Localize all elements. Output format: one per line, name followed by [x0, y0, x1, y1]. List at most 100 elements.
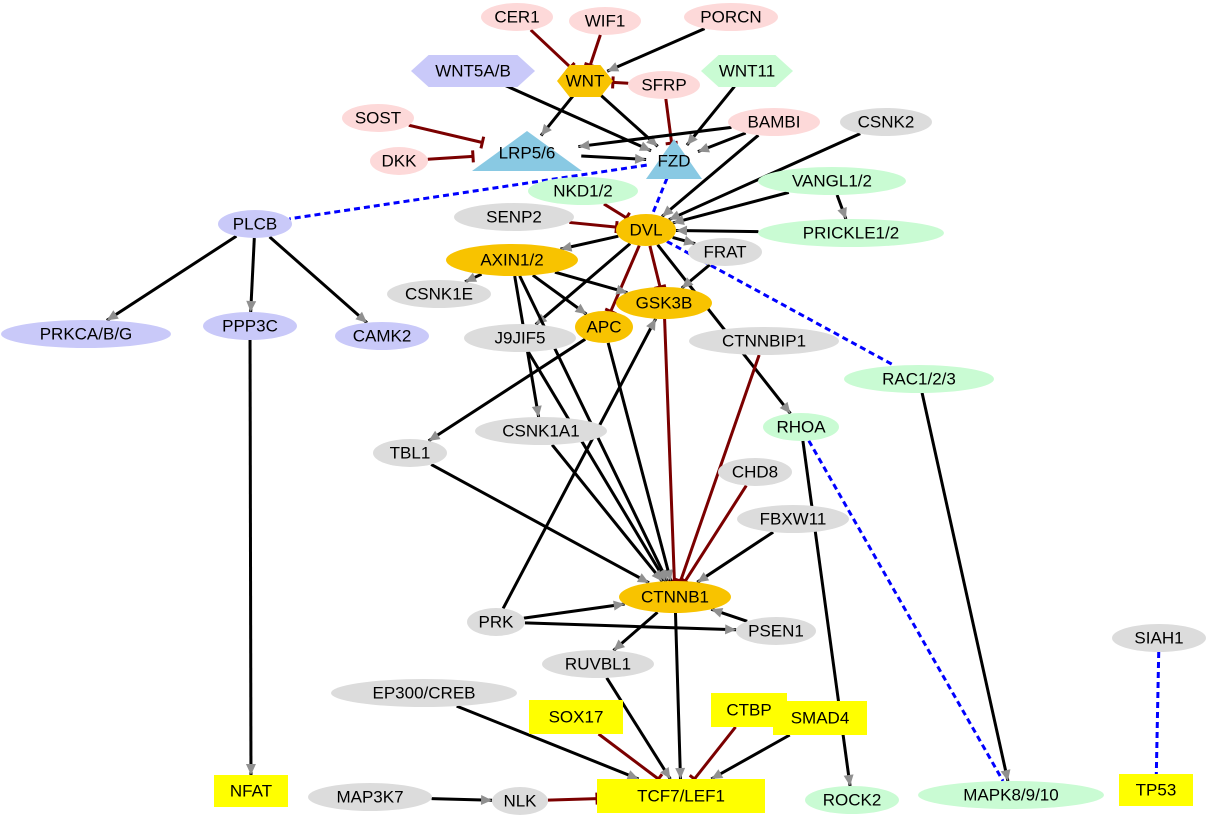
node-label: EP300/CREB — [373, 684, 476, 703]
arrowhead — [683, 235, 696, 246]
node-tcf7-lef1[interactable]: TCF7/LEF1 — [597, 779, 765, 813]
node-rock2[interactable]: ROCK2 — [805, 786, 899, 814]
arrowhead — [607, 62, 620, 72]
edge-wnt11-fzd — [685, 85, 736, 146]
node-axin1-2[interactable]: AXIN1/2 — [446, 244, 578, 276]
edge-fbxw11-ctnnb1 — [696, 530, 775, 584]
node-rhoa[interactable]: RHOA — [763, 413, 839, 441]
node-dkk[interactable]: DKK — [370, 147, 428, 175]
node-shape — [701, 55, 793, 87]
node-shape — [557, 65, 613, 97]
node-nfat[interactable]: NFAT — [214, 775, 288, 807]
node-shape — [763, 413, 839, 441]
node-ctnnbip1[interactable]: CTNNBIP1 — [689, 327, 839, 355]
node-vangl1-2[interactable]: VANGL1/2 — [758, 167, 906, 195]
edge-senp2-dvl — [569, 220, 619, 234]
node-apc[interactable]: APC — [575, 311, 633, 343]
node-j9jif5[interactable]: J9JIF5 — [464, 324, 576, 352]
node-csnk2[interactable]: CSNK2 — [840, 108, 932, 136]
node-plcb[interactable]: PLCB — [218, 210, 292, 238]
node-csnk1e[interactable]: CSNK1E — [387, 280, 491, 308]
node-shape — [411, 55, 535, 87]
node-fzd[interactable]: FZD — [646, 139, 702, 179]
arrowhead — [651, 569, 663, 582]
node-label: DKK — [382, 152, 418, 171]
node-label: MAPK8/9/10 — [963, 786, 1058, 805]
node-camk2[interactable]: CAMK2 — [335, 322, 429, 350]
node-ruvbl1[interactable]: RUVBL1 — [542, 650, 654, 678]
node-label: DVL — [629, 221, 662, 240]
edge-plcb-ppp3c — [246, 237, 257, 313]
node-label: PRKCA/B/G — [40, 325, 133, 344]
node-label: ROCK2 — [823, 791, 882, 810]
edge-psen1-ctnnb1 — [710, 607, 748, 623]
node-wnt5a-b[interactable]: WNT5A/B — [411, 55, 535, 87]
arrowhead — [355, 311, 367, 323]
node-ppp3c[interactable]: PPP3C — [203, 312, 297, 340]
node-rac1-2-3[interactable]: RAC1/2/3 — [844, 365, 994, 393]
node-chd8[interactable]: CHD8 — [718, 458, 792, 486]
node-map3k7[interactable]: MAP3K7 — [308, 783, 432, 811]
node-prickle1-2[interactable]: PRICKLE1/2 — [758, 219, 944, 247]
node-psen1[interactable]: PSEN1 — [736, 617, 816, 645]
node-shape — [737, 505, 849, 533]
node-shape — [1, 320, 171, 348]
node-smad4[interactable]: SMAD4 — [773, 701, 867, 735]
node-label: CSNK2 — [858, 113, 915, 132]
node-label: TBL1 — [390, 444, 431, 463]
node-wnt11[interactable]: WNT11 — [701, 55, 793, 87]
arrowhead — [613, 600, 625, 611]
edge-axin12-gsk3b — [554, 270, 628, 295]
edge-dvl-rhoa — [656, 243, 792, 415]
node-mapk8-9-10[interactable]: MAPK8/9/10 — [918, 781, 1104, 809]
node-shape — [805, 786, 899, 814]
node-dvl[interactable]: DVL — [616, 214, 676, 246]
edge-prk-psen1 — [524, 621, 737, 635]
node-label: FZD — [657, 152, 690, 171]
node-nkd1-2[interactable]: NKD1/2 — [528, 177, 638, 205]
node-tbl1[interactable]: TBL1 — [373, 439, 447, 467]
node-frat[interactable]: FRAT — [688, 238, 762, 266]
node-wif1[interactable]: WIF1 — [569, 7, 641, 35]
arrowhead — [672, 215, 685, 225]
node-wnt[interactable]: WNT — [557, 65, 613, 97]
node-sox17[interactable]: SOX17 — [529, 700, 623, 734]
node-senp2[interactable]: SENP2 — [454, 203, 574, 231]
node-lrp5-6[interactable]: LRP5/6 — [472, 131, 582, 171]
node-shape — [575, 311, 633, 343]
node-shape — [619, 581, 731, 613]
node-shape — [918, 781, 1104, 809]
arrowhead — [626, 770, 639, 780]
node-siah1[interactable]: SIAH1 — [1112, 624, 1206, 652]
node-label: CTNNBIP1 — [722, 332, 806, 351]
node-label: WNT — [566, 72, 605, 91]
node-ep300-creb[interactable]: EP300/CREB — [331, 679, 517, 707]
inhibition-bar — [471, 150, 475, 163]
node-bambi[interactable]: BAMBI — [728, 108, 820, 136]
edge-axin12-csnk1e — [464, 272, 483, 284]
node-gsk3b[interactable]: GSK3B — [616, 287, 712, 319]
node-prkca-b-g[interactable]: PRKCA/B/G — [1, 320, 171, 348]
node-tp53[interactable]: TP53 — [1119, 774, 1193, 806]
edge-bambi-dvl — [661, 134, 760, 218]
node-shape — [569, 7, 641, 35]
node-prk[interactable]: PRK — [467, 608, 525, 636]
node-sost[interactable]: SOST — [342, 104, 414, 132]
node-shape — [728, 108, 820, 136]
node-shape — [387, 280, 491, 308]
node-label: TP53 — [1136, 781, 1177, 800]
node-nlk[interactable]: NLK — [492, 787, 548, 815]
node-porcn[interactable]: PORCN — [684, 3, 778, 31]
node-cer1[interactable]: CER1 — [481, 3, 553, 31]
node-fbxw11[interactable]: FBXW11 — [737, 505, 849, 533]
node-label: SOX17 — [549, 708, 604, 727]
node-ctnnb1[interactable]: CTNNB1 — [619, 581, 731, 613]
node-shape — [467, 608, 525, 636]
node-csnk1a1[interactable]: CSNK1A1 — [475, 417, 607, 445]
node-sfrp[interactable]: SFRP — [628, 71, 700, 99]
node-label: APC — [587, 318, 622, 337]
edge-sfrp-fzd — [664, 98, 678, 146]
edge-bambi-lrp56 — [578, 125, 732, 151]
